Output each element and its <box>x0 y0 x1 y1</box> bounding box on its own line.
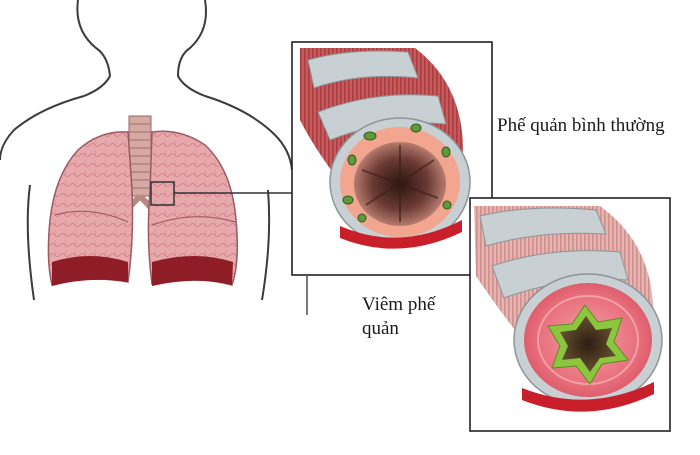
bronchitis-panel <box>469 197 671 432</box>
zoom-marker <box>150 181 292 206</box>
right-lung <box>147 130 239 286</box>
left-lung <box>47 131 134 286</box>
bronchitis-label: Viêm phế quản <box>362 294 436 339</box>
normal-bronchus-label: Phế quản bình thường <box>497 115 665 136</box>
normal-bronchus-panel <box>291 41 493 276</box>
body-outline <box>0 0 293 301</box>
